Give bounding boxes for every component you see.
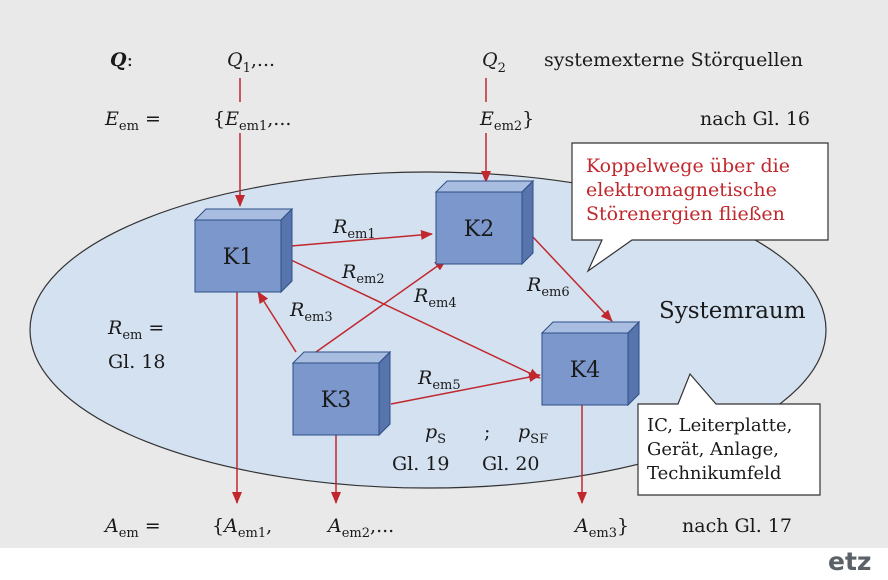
callout-bottom-line-1: IC, Leiterplatte, <box>647 415 792 436</box>
a-row-reference: nach Gl. 17 <box>682 515 792 537</box>
component-k2-cube: K2 <box>434 179 535 266</box>
q-row-label: Q: <box>110 49 133 71</box>
p-sf-label: pSF <box>518 421 548 447</box>
e1-label: {Eem1,... <box>213 108 291 134</box>
r-em5-label: Rem5 <box>417 367 461 393</box>
gl20-reference: Gl. 20 <box>482 453 540 475</box>
callout-bottom-line-3: Technikumfeld <box>647 463 781 484</box>
k2-label: K2 <box>464 217 494 242</box>
path-r6-k2-k4 <box>531 235 613 322</box>
r-em-definition: Rem = <box>107 317 164 343</box>
path-r1-k1-k2 <box>290 229 433 247</box>
k1-label: K1 <box>223 245 253 270</box>
footer-strip <box>0 548 888 576</box>
component-k3-cube: K3 <box>291 350 392 437</box>
k3-label: K3 <box>321 388 351 413</box>
callout-coupling-paths: Koppelwege über die elektromagnetische S… <box>571 142 829 273</box>
r-em-reference: Gl. 18 <box>108 351 166 373</box>
q1-label: Q1,... <box>227 49 275 76</box>
q2-label: Q2 <box>482 49 506 76</box>
a-row-label: Aem = <box>103 515 161 541</box>
path-r3-k3-k1 <box>257 291 297 353</box>
r-em6-label: Rem6 <box>526 274 570 300</box>
etz-logo: etz <box>828 547 871 576</box>
a1-label: {Aem1, <box>212 515 272 541</box>
e-row-label: Eem = <box>104 108 161 134</box>
callout-top-line-2: elektromagnetische <box>586 179 777 201</box>
path-r4-k3-k2 <box>315 259 447 353</box>
k4-label: K4 <box>570 358 600 383</box>
callout-top-line-3: Störenergien fließen <box>586 203 785 225</box>
path-r2-k1-k4 <box>290 259 541 379</box>
systemraum-label: Systemraum <box>659 298 806 324</box>
q-description: systemexterne Störquellen <box>544 49 803 71</box>
p-separator: ; <box>484 421 490 443</box>
r-em3-label: Rem3 <box>289 299 333 325</box>
a2-label: Aem2,... <box>326 515 394 541</box>
callout-top-line-1: Koppelwege über die <box>586 155 790 177</box>
r-em2-label: Rem2 <box>341 261 385 287</box>
component-k4-cube: K4 <box>540 320 641 407</box>
r-em4-label: Rem4 <box>413 285 457 311</box>
gl19-reference: Gl. 19 <box>392 453 450 475</box>
e2-label: Eem2} <box>479 108 534 134</box>
path-r5-k3-k4 <box>390 372 541 405</box>
r-em1-label: Rem1 <box>332 216 376 242</box>
callout-system-scope: IC, Leiterplatte, Gerät, Anlage, Technik… <box>637 372 821 496</box>
callout-bottom-line-2: Gerät, Anlage, <box>647 439 779 460</box>
a3-label: Aem3} <box>573 515 629 541</box>
component-k1-cube: K1 <box>193 207 294 294</box>
e-row-reference: nach Gl. 16 <box>700 108 810 130</box>
p-s-label: pS <box>425 421 446 447</box>
